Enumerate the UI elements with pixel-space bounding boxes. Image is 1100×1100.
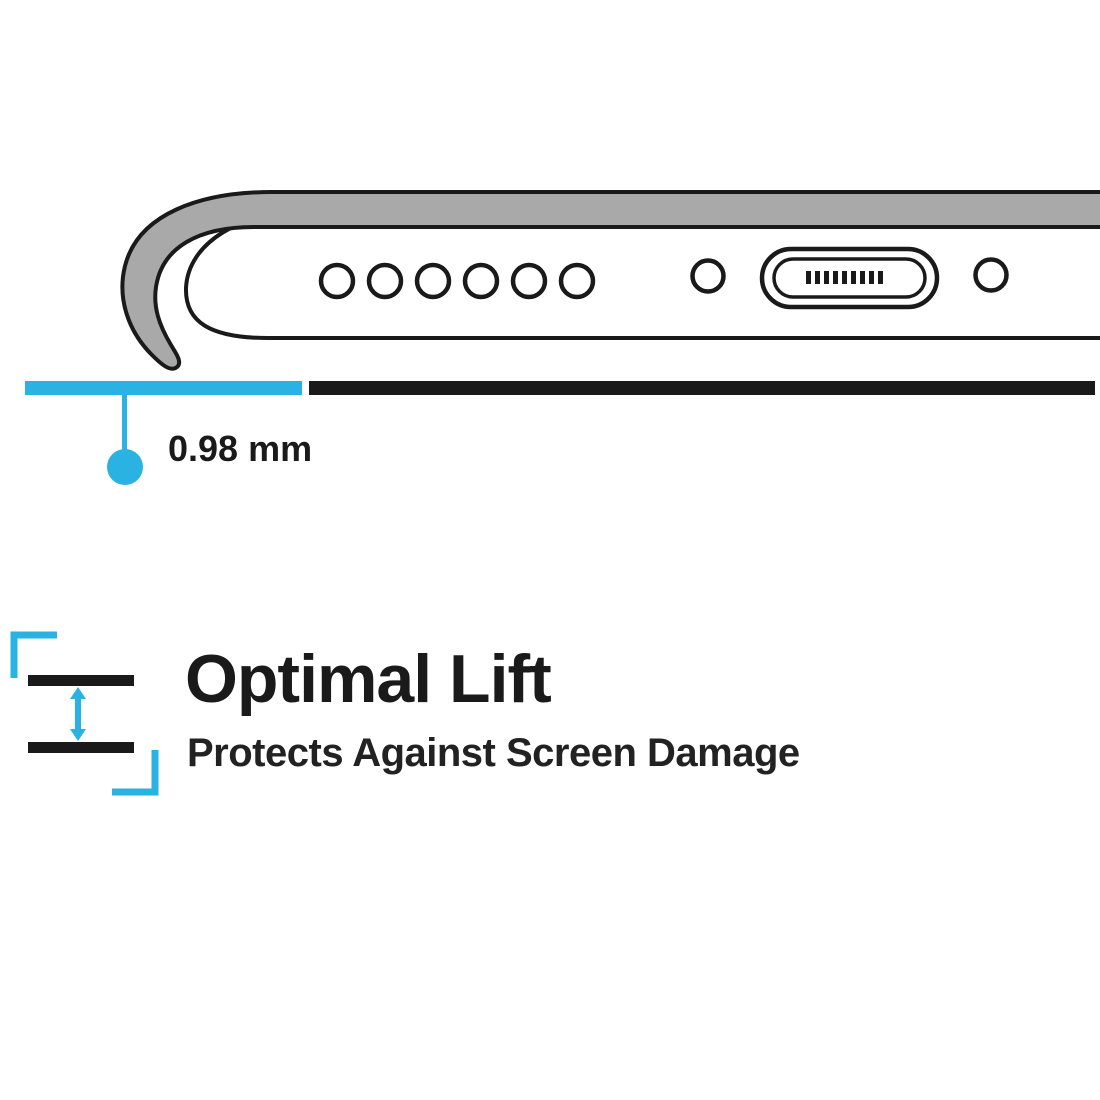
case-shell (120, 190, 1100, 371)
corner-bracket-top-left-icon (10, 631, 57, 678)
optimal-lift-icon (10, 631, 159, 796)
port-pin (860, 271, 865, 284)
arrow-head-up (70, 687, 86, 699)
port-pin (842, 271, 847, 284)
charging-port-pins (806, 271, 883, 284)
measure-pointer-dot (107, 449, 143, 485)
speaker-hole (462, 262, 500, 300)
corner-bracket-bottom-right-icon (112, 750, 159, 796)
speaker-hole (414, 262, 452, 300)
lift-gap-bar-accent (25, 381, 302, 395)
up-down-arrow-icon (70, 687, 86, 741)
measure-pointer-line (122, 395, 127, 453)
port-pin (878, 271, 883, 284)
port-pin (815, 271, 820, 284)
bottom-surface-line (28, 742, 134, 753)
port-pin (851, 271, 856, 284)
feature-subtitle: Protects Against Screen Damage (187, 731, 800, 775)
speaker-hole (558, 262, 596, 300)
arrow-head-down (70, 729, 86, 741)
port-pin (833, 271, 838, 284)
surface-bar-dark (309, 381, 1095, 395)
top-surface-line (28, 675, 134, 686)
port-pin (824, 271, 829, 284)
speaker-hole (510, 262, 548, 300)
port-pin (806, 271, 811, 284)
charging-port (759, 246, 940, 310)
phone-bottom-illustration (120, 190, 1100, 371)
speaker-hole (318, 262, 356, 300)
speaker-holes (318, 262, 596, 300)
speaker-hole (366, 262, 404, 300)
charging-port-inner (772, 257, 927, 299)
port-pin (869, 271, 874, 284)
measure-label: 0.98 mm (168, 428, 313, 469)
feature-title: Optimal Lift (185, 641, 552, 717)
screw-hole (973, 257, 1009, 293)
mic-hole (690, 258, 726, 294)
